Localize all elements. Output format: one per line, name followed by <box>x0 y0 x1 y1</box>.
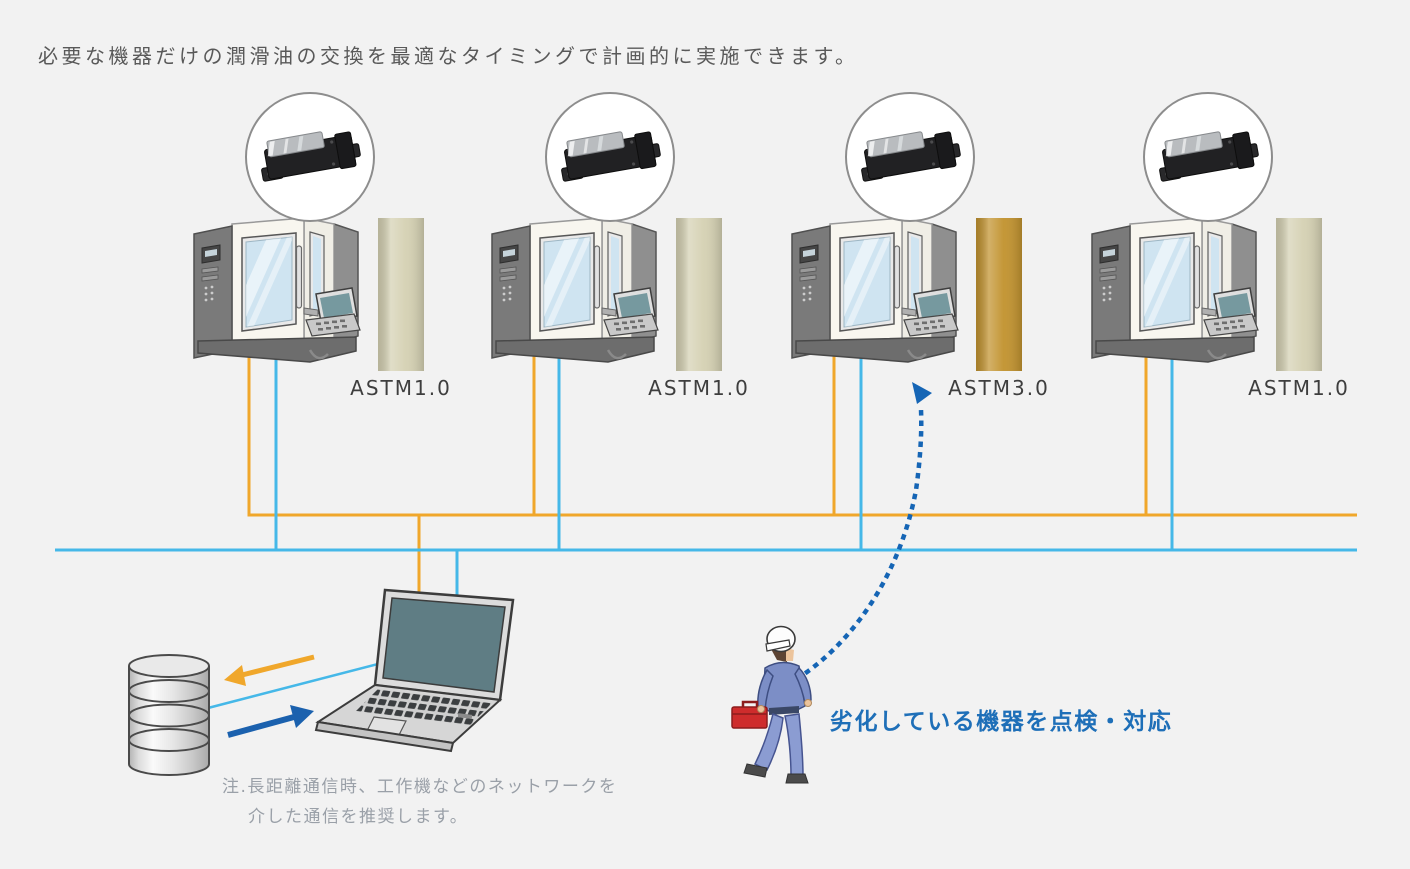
cnc-machine-4 <box>1092 217 1258 362</box>
data-transfer-arrows <box>224 654 315 738</box>
dispatch-dashed-arrow <box>803 382 932 676</box>
download-arrow-head <box>290 705 314 728</box>
oil-status-bars <box>378 218 1322 371</box>
database-icon <box>128 654 210 776</box>
astm-label-machine-1: ASTM1.0 <box>350 376 452 400</box>
dashed-arrow-head <box>912 382 932 404</box>
astm-label-machine-2: ASTM1.0 <box>648 376 750 400</box>
sensor-callouts <box>245 92 1273 222</box>
sensor-network-lines <box>55 352 1357 710</box>
footnote-line-1: 注.長距離通信時、工作機などのネットワークを <box>222 777 618 797</box>
cnc-machine-2 <box>492 217 658 362</box>
worker-action-note: 劣化している機器を点検・対応 <box>830 709 1173 735</box>
db-laptop-link-line <box>207 661 383 710</box>
footnote-line-2: 介した通信を推奨します。 <box>248 807 469 827</box>
cnc-machine-3 <box>792 217 958 362</box>
astm-label-machine-3: ASTM3.0 <box>948 376 1050 400</box>
worker-icon <box>730 625 813 785</box>
laptop-icon <box>314 588 515 753</box>
footnote: 注.長距離通信時、工作機などのネットワークを 介した通信を推奨します。 <box>222 772 617 832</box>
astm-label-machine-4: ASTM1.0 <box>1248 376 1350 400</box>
orange-bus-line <box>247 352 1357 517</box>
upload-arrow-shaft <box>241 654 315 678</box>
upload-arrow-head <box>224 665 246 686</box>
download-arrow-shaft <box>227 714 295 738</box>
cnc-machine-1 <box>194 217 360 362</box>
diagram-title: 必要な機器だけの潤滑油の交換を最適なタイミングで計画的に実施できます。 <box>38 44 859 68</box>
